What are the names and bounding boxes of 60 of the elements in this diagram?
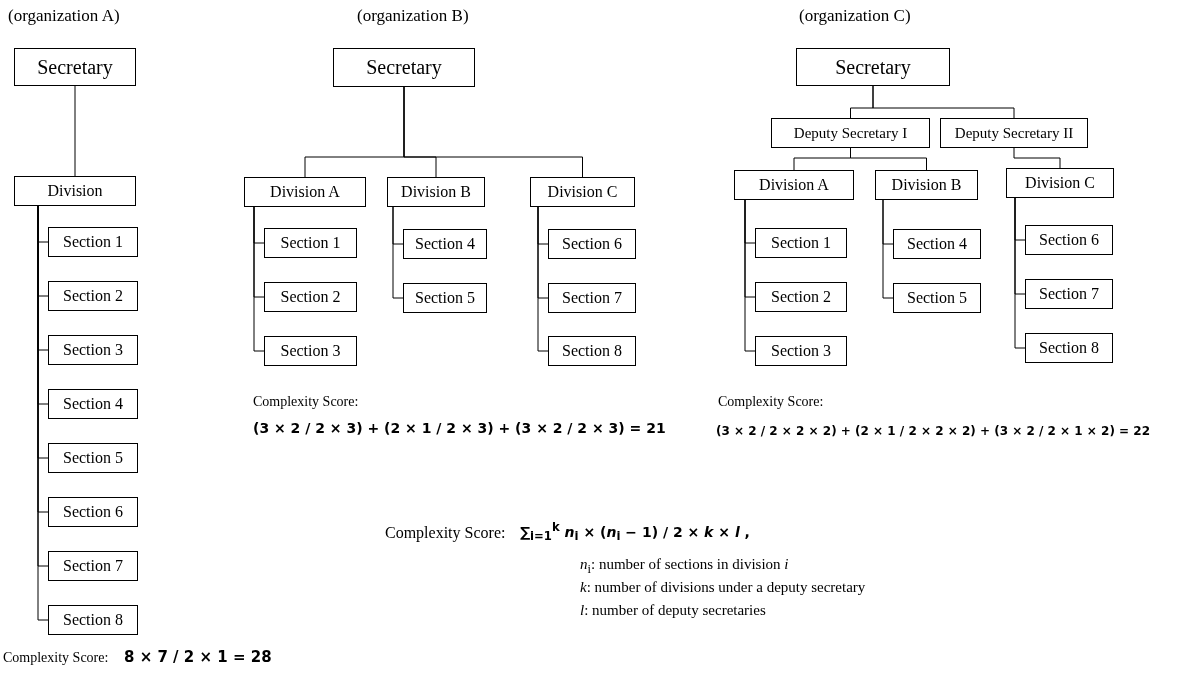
connector-line: [1014, 197, 1026, 349]
connector-line: [744, 199, 756, 352]
unit-box: Division B: [875, 170, 978, 200]
section-box: Section 5: [403, 283, 487, 313]
section-box: Section 2: [755, 282, 847, 312]
section-box: Section 2: [48, 281, 138, 311]
section-box: Section 4: [48, 389, 138, 419]
unit-box: Secretary: [14, 48, 136, 86]
unit-box: Secretary: [333, 48, 475, 87]
unit-box: Division A: [244, 177, 366, 207]
section-box: Section 4: [893, 229, 981, 259]
section-box: Section 8: [1025, 333, 1113, 363]
section-box: Section 8: [548, 336, 636, 366]
legend-note: n$_{i}$: number of sections in division i: [580, 556, 789, 577]
section-box: Section 3: [264, 336, 357, 366]
score-label: Complexity Score:: [718, 394, 824, 410]
section-box: Section 6: [48, 497, 138, 527]
formula: ∑$_{i=1}$$^{k}$ n$_{i}$ × (n$_{i}$ − 1) / 2 × k × l ,: [520, 520, 750, 544]
unit-box: Secretary: [796, 48, 950, 86]
section-box: Section 7: [548, 283, 636, 313]
connector-line: [872, 85, 1015, 119]
unit-box: Deputy Secretary II: [940, 118, 1088, 148]
section-box: Section 6: [1025, 225, 1113, 255]
section-box: Section 1: [48, 227, 138, 257]
connector-line: [882, 199, 894, 299]
formula: 8 × 7 / 2 × 1 = 28: [124, 648, 272, 666]
section-box: Section 7: [48, 551, 138, 581]
unit-box: Division: [14, 176, 136, 206]
unit-box: Division C: [530, 177, 635, 207]
score-label: Complexity Score:: [3, 650, 109, 666]
score-label: Complexity Score:: [253, 394, 359, 410]
score-label: Complexity Score:: [385, 524, 506, 542]
connector-line: [74, 85, 76, 177]
section-box: Section 1: [755, 228, 847, 258]
section-box: Section 5: [48, 443, 138, 473]
section-box: Section 3: [755, 336, 847, 366]
section-box: Section 4: [403, 229, 487, 259]
legend-note: l: number of deputy secretaries: [580, 602, 766, 619]
connector-line: [253, 206, 265, 352]
connector-line: [392, 206, 404, 299]
section-box: Section 2: [264, 282, 357, 312]
unit-box: Division A: [734, 170, 854, 200]
chart-heading: (organization C): [799, 6, 911, 26]
chart-heading: (organization B): [357, 6, 469, 26]
section-box: Section 3: [48, 335, 138, 365]
formula: (3 × 2 / 2 × 2 × 2) + (2 × 1 / 2 × 2 × 2) + (3 × 2 / 2 × 1 × 2) = 22: [716, 424, 1150, 438]
section-box: Section 8: [48, 605, 138, 635]
chart-heading: (organization A): [8, 6, 120, 26]
formula: (3 × 2 / 2 × 3) + (2 × 1 / 2 × 3) + (3 × 2 / 2 × 3) = 21: [253, 420, 666, 436]
section-box: Section 7: [1025, 279, 1113, 309]
section-box: Section 5: [893, 283, 981, 313]
section-box: Section 1: [264, 228, 357, 258]
legend-note: k: number of divisions under a deputy secretary: [580, 579, 866, 596]
section-box: Section 6: [548, 229, 636, 259]
connector-line: [403, 86, 583, 178]
connector-line: [537, 206, 549, 352]
unit-box: Division C: [1006, 168, 1114, 198]
connector-line: [1013, 147, 1061, 169]
unit-box: Division B: [387, 177, 485, 207]
unit-box: Deputy Secretary I: [771, 118, 930, 148]
